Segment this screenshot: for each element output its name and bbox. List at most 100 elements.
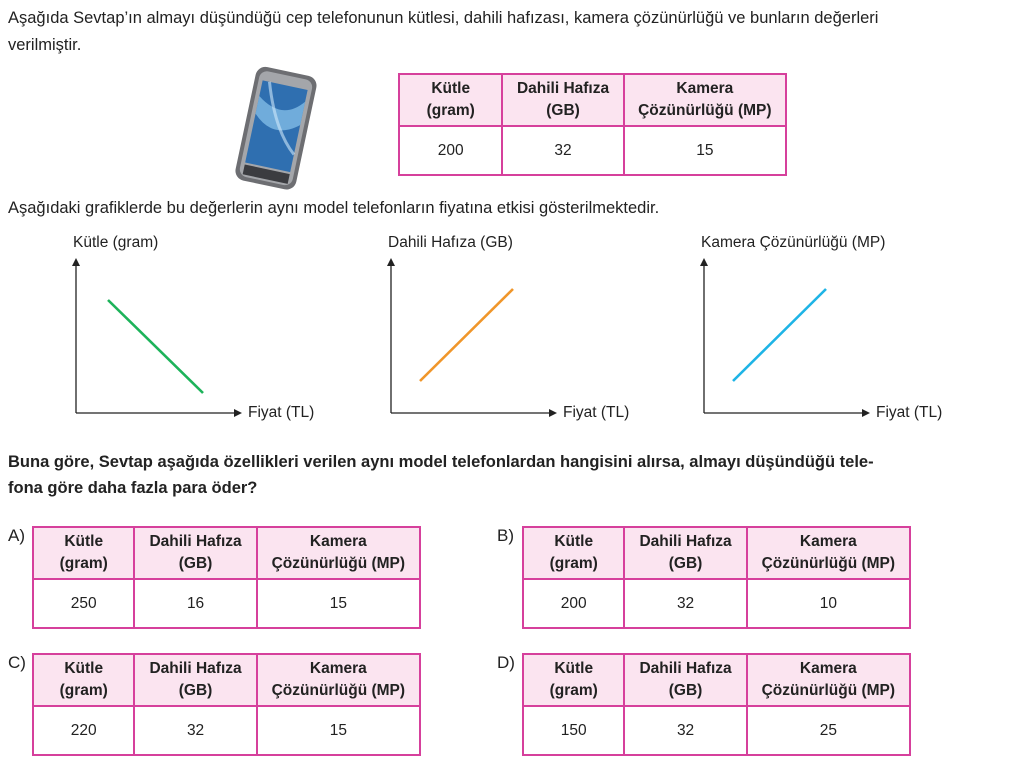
trend-line [732,288,827,382]
value-row: 200 32 15 [397,125,788,176]
value-mass: 200 [521,578,626,629]
header-text: Kamera [676,80,734,97]
header-text: Çözünürlüğü (MP) [761,682,896,699]
header-text: (GB) [178,682,213,699]
intro-line-1: Aşağıda Sevtap’ın almayı düşündüğü cep t… [8,9,879,27]
value-camera: 15 [622,125,788,176]
value-row: 150 32 25 [521,705,912,756]
header-text: Dahili Hafıza [149,660,242,677]
option-label[interactable]: C) [8,653,26,672]
header-mass: Kütle (gram) [31,653,136,707]
phone-illustration [235,66,317,190]
header-text: (gram) [549,682,598,699]
header-text: Çözünürlüğü (MP) [638,102,772,119]
value-row: 200 32 10 [521,578,912,629]
option-label[interactable]: A) [8,526,25,545]
header-text: Çözünürlüğü (MP) [761,555,896,572]
graph-x-label: Fiyat (TL) [876,404,943,421]
header-text: (gram) [59,555,108,572]
header-storage: Dahili Hafıza (GB) [501,73,625,127]
header-text: Kütle [64,533,104,550]
value-camera: 15 [255,578,422,629]
header-text: Çözünürlüğü (MP) [271,555,406,572]
intro-line-2: verilmiştir. [8,36,82,54]
y-axis-arrow-icon [700,258,708,266]
x-axis-arrow-icon [549,409,557,417]
y-axis-arrow-icon [387,258,395,266]
header-text: Kütle [554,533,594,550]
value-storage: 32 [133,705,258,756]
option-label[interactable]: B) [497,526,514,545]
header-text: Kamera [799,660,857,677]
value-camera: 10 [745,578,912,629]
value-camera: 25 [745,705,912,756]
trend-line [107,299,204,394]
value-mass: 200 [397,125,504,176]
header-text: (GB) [178,555,213,572]
header-text: Kütle [64,660,104,677]
header-text: Dahili Hafıza [639,533,732,550]
value-storage: 16 [133,578,258,629]
header-text: Dahili Hafıza [639,660,732,677]
header-text: (gram) [549,555,598,572]
value-storage: 32 [623,705,748,756]
graph-y-label: Kütle (gram) [73,234,159,251]
x-axis-arrow-icon [862,409,870,417]
header-storage: Dahili Hafıza (GB) [623,653,748,707]
header-text: Kamera [309,533,367,550]
header-text: (GB) [668,555,703,572]
option-label[interactable]: D) [497,653,515,672]
header-text: Kütle [554,660,594,677]
header-mass: Kütle (gram) [521,526,626,580]
header-text: (GB) [668,682,703,699]
graph-x-label: Fiyat (TL) [563,404,630,421]
question-line-2: fona göre daha fazla para öder? [8,479,258,497]
header-mass: Kütle (gram) [521,653,626,707]
header-storage: Dahili Hafıza (GB) [133,653,258,707]
header-storage: Dahili Hafıza (GB) [623,526,748,580]
value-mass: 150 [521,705,626,756]
value-camera: 15 [255,705,422,756]
value-mass: 220 [31,705,136,756]
header-mass: Kütle(gram) [397,73,504,127]
header-text: Kamera [309,660,367,677]
graph-x-label: Fiyat (TL) [248,404,315,421]
header-text: Dahili Hafıza [516,80,610,97]
header-text: (GB) [546,102,580,119]
header-storage: Dahili Hafıza (GB) [133,526,258,580]
header-text: Kamera [799,533,857,550]
trend-line [419,288,514,382]
value-row: 220 32 15 [31,705,422,756]
graph-y-label: Kamera Çözünürlüğü (MP) [701,234,886,251]
x-axis-arrow-icon [234,409,242,417]
header-text: Çözünürlüğü (MP) [271,682,406,699]
graph-y-label: Dahili Hafıza (GB) [388,234,513,251]
header-text: (gram) [59,682,108,699]
value-storage: 32 [501,125,625,176]
value-storage: 32 [623,578,748,629]
graph-intro: Aşağıdaki grafiklerde bu değerlerin aynı… [8,199,660,217]
header-text: Kütle [431,80,471,97]
header-text: Dahili Hafıza [149,533,242,550]
value-mass: 250 [31,578,136,629]
header-mass: Kütle (gram) [31,526,136,580]
value-row: 250 16 15 [31,578,422,629]
question-line-1: Buna göre, Sevtap aşağıda özellikleri ve… [8,453,874,471]
